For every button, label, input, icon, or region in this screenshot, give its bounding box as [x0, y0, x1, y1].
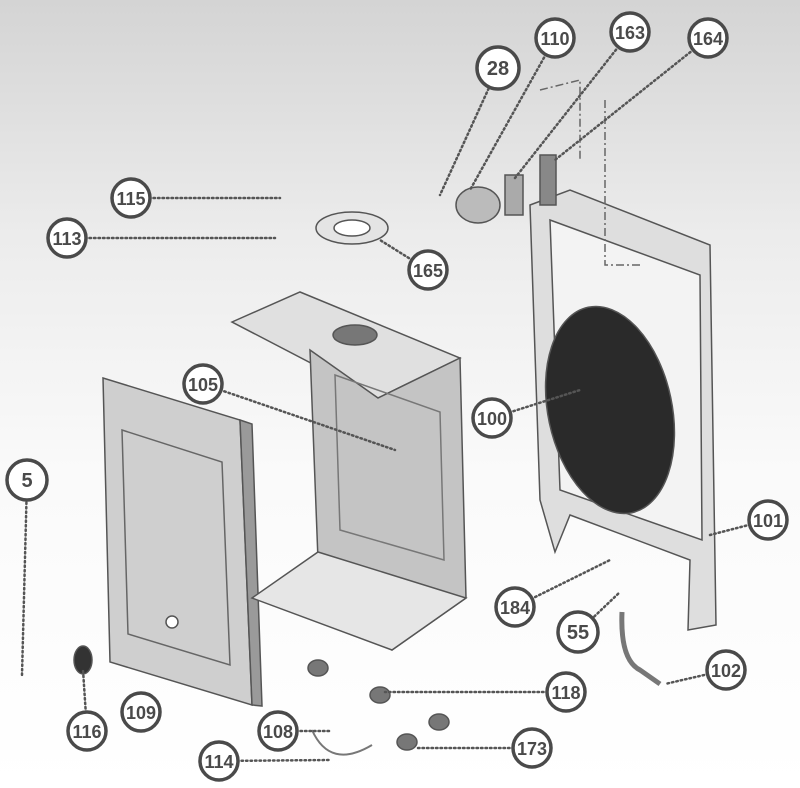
callout-circle	[687, 17, 729, 59]
callout-circle	[198, 740, 240, 782]
cover-plate	[539, 154, 557, 206]
callout-circle	[747, 499, 789, 541]
leader-line	[553, 36, 710, 162]
callout-label: 184	[500, 598, 530, 618]
bracket	[504, 174, 524, 216]
leader-line	[468, 36, 557, 192]
callout-118: 118	[383, 671, 587, 713]
callout-165: 165	[378, 238, 449, 291]
callout-circle	[545, 671, 587, 713]
front-panel	[102, 376, 263, 707]
callout-label: 164	[693, 29, 723, 49]
callout-label: 114	[204, 752, 233, 772]
callout-label: 165	[413, 261, 443, 281]
callout-110: 110	[468, 17, 576, 192]
callout-circle	[475, 45, 521, 91]
leader-line	[438, 66, 500, 197]
callout-label: 101	[753, 511, 783, 531]
pressure-switch	[455, 186, 501, 224]
callout-circle	[46, 217, 88, 259]
leader-line	[513, 30, 632, 180]
callout-100: 100	[471, 388, 582, 439]
callout-116: 116	[66, 668, 108, 752]
callout-label: 118	[551, 683, 580, 703]
hose	[619, 611, 662, 687]
callout-164: 164	[553, 17, 729, 162]
callout-label: 100	[477, 409, 507, 429]
callout-label: 5	[21, 470, 32, 492]
callout-113: 113	[46, 217, 277, 259]
callout-114: 114	[198, 740, 332, 782]
callout-circle	[556, 610, 600, 654]
callout-circle	[407, 249, 449, 291]
callout-label: 113	[52, 229, 81, 249]
callout-circle	[494, 586, 536, 628]
callout-label: 55	[567, 622, 589, 644]
callout-28: 28	[438, 45, 521, 197]
callout-5: 5	[5, 458, 49, 677]
callout-circle	[511, 727, 553, 769]
callout-circle	[66, 710, 108, 752]
callout-184: 184	[494, 558, 612, 628]
callout-label: 110	[540, 29, 569, 49]
callout-circle	[120, 691, 162, 733]
callout-label: 116	[72, 722, 101, 742]
callout-circle	[257, 710, 299, 752]
callout-101: 101	[708, 499, 789, 541]
callout-label: 105	[188, 375, 218, 395]
callout-circle	[705, 649, 747, 691]
callout-circle	[609, 11, 651, 53]
callout-circle	[534, 17, 576, 59]
callout-label: 163	[615, 23, 645, 43]
feet	[307, 659, 450, 751]
leader-line	[201, 382, 397, 452]
callout-109: 109	[120, 691, 162, 733]
casing	[230, 291, 468, 652]
wire	[311, 729, 373, 756]
callout-105: 105	[182, 363, 397, 452]
callout-115: 115	[110, 177, 282, 219]
callout-circle	[5, 458, 49, 502]
callout-163: 163	[513, 11, 651, 180]
callout-label: 102	[711, 661, 741, 681]
callout-label: 28	[487, 58, 509, 80]
callout-102: 102	[663, 649, 747, 691]
callout-label: 115	[116, 189, 145, 209]
callout-173: 173	[413, 727, 553, 769]
callout-108: 108	[257, 710, 332, 752]
callout-label: 109	[126, 703, 156, 723]
callout-circle	[471, 397, 513, 439]
leader-line	[20, 478, 29, 677]
parts-drawing	[73, 79, 717, 756]
grommet	[73, 645, 93, 675]
callout-circle	[182, 363, 224, 405]
callout-55: 55	[556, 590, 622, 654]
callout-label: 173	[517, 739, 547, 759]
callout-label: 108	[263, 722, 293, 742]
callout-circle	[110, 177, 152, 219]
expansion-tank	[544, 305, 676, 515]
